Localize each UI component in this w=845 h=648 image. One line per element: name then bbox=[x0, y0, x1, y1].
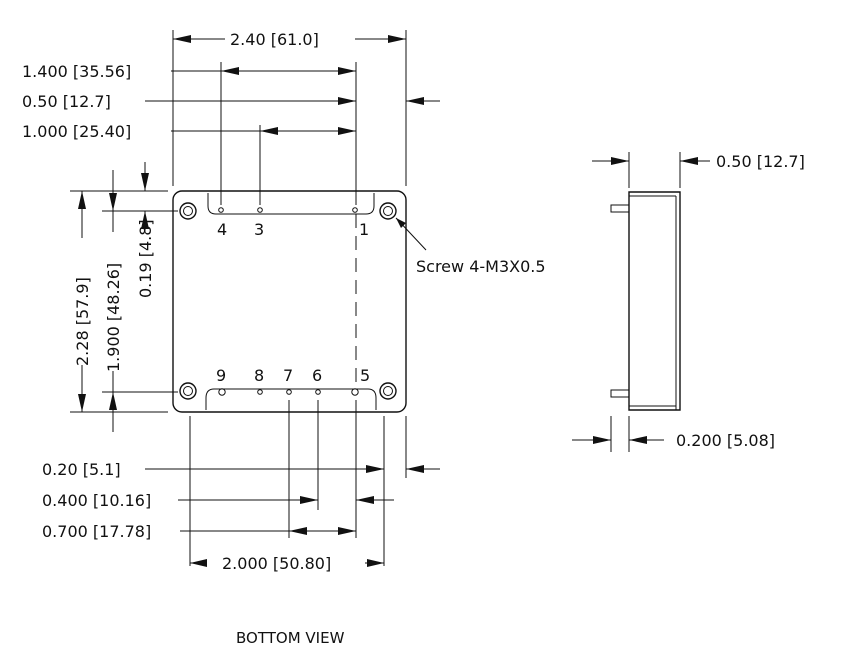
dim-pin1-edge: 0.50 [12.7] bbox=[22, 92, 440, 111]
dim-label-overall-height: 2.28 [57.9] bbox=[73, 277, 92, 366]
dim-overall-height: 2.28 [57.9] bbox=[73, 191, 92, 412]
dim-label-pin-row-edge: 0.19 [4.8] bbox=[136, 219, 155, 298]
dim-side-thickness: 0.50 [12.7] bbox=[592, 152, 805, 171]
extension-lines-side bbox=[610, 152, 681, 452]
pin-label-5: 5 bbox=[360, 366, 370, 385]
dim-pin-row-edge: 0.19 [4.8] bbox=[136, 162, 155, 298]
pin-label-1: 1 bbox=[359, 220, 369, 239]
dim-label-pin-row-spacing: 1.900 [48.26] bbox=[104, 263, 123, 372]
pin-4 bbox=[218, 207, 224, 213]
pin-9 bbox=[218, 388, 226, 396]
screw-top-left bbox=[179, 202, 197, 220]
pin-label-3: 3 bbox=[254, 220, 264, 239]
screw-bottom-right bbox=[379, 382, 397, 400]
dim-label-pin7-offset: 0.700 [17.78] bbox=[42, 522, 151, 541]
dim-label-pin5-edge: 0.20 [5.1] bbox=[42, 460, 121, 479]
view-label: BOTTOM VIEW bbox=[236, 629, 345, 647]
pin-5 bbox=[351, 388, 359, 396]
pin-8 bbox=[257, 389, 263, 395]
pin-6 bbox=[315, 389, 321, 395]
pins bbox=[218, 207, 359, 396]
pin-label-4: 4 bbox=[217, 220, 227, 239]
screw-callout: Screw 4-M3X0.5 bbox=[395, 217, 546, 276]
screw-top-right bbox=[379, 202, 397, 220]
module-side-view bbox=[610, 191, 681, 411]
dim-pin9-offset: 2.000 [50.80] bbox=[190, 554, 384, 573]
pin-label-8: 8 bbox=[254, 366, 264, 385]
dim-label-overall-width: 2.40 [61.0] bbox=[230, 30, 319, 49]
dim-label-pin6-offset: 0.400 [10.16] bbox=[42, 491, 151, 510]
dim-label-pin9-offset: 2.000 [50.80] bbox=[222, 554, 331, 573]
dim-label-pin1-edge: 0.50 [12.7] bbox=[22, 92, 111, 111]
screw-label: Screw 4-M3X0.5 bbox=[416, 257, 546, 276]
dim-label-pin3-offset: 1.000 [25.40] bbox=[22, 122, 131, 141]
pin-7 bbox=[286, 389, 292, 395]
mounting-screws bbox=[179, 202, 397, 400]
dim-overall-width: 2.40 [61.0] bbox=[173, 30, 406, 49]
pin-3 bbox=[257, 207, 263, 213]
dim-pin-row-spacing: 1.900 [48.26] bbox=[104, 170, 123, 432]
dim-label-side-thickness: 0.50 [12.7] bbox=[716, 152, 805, 171]
dim-pin3-offset: 1.000 [25.40] bbox=[22, 122, 356, 141]
dim-pin6-offset: 0.400 [10.16] bbox=[42, 491, 394, 510]
pin-label-6: 6 bbox=[312, 366, 322, 385]
dim-pin4-offset: 1.400 [35.56] bbox=[22, 62, 356, 81]
pin-label-7: 7 bbox=[283, 366, 293, 385]
dim-pin5-edge: 0.20 [5.1] bbox=[42, 460, 440, 479]
dim-pin7-offset: 0.700 [17.78] bbox=[42, 522, 356, 541]
dim-pin-length: 0.200 [5.08] bbox=[572, 431, 775, 450]
pin-1 bbox=[352, 207, 358, 213]
dim-label-pin-length: 0.200 [5.08] bbox=[676, 431, 775, 450]
dim-label-pin4-offset: 1.400 [35.56] bbox=[22, 62, 131, 81]
screw-bottom-left bbox=[179, 382, 197, 400]
pin-labels: 4 3 1 9 8 7 6 5 bbox=[216, 220, 370, 385]
pin-label-9: 9 bbox=[216, 366, 226, 385]
